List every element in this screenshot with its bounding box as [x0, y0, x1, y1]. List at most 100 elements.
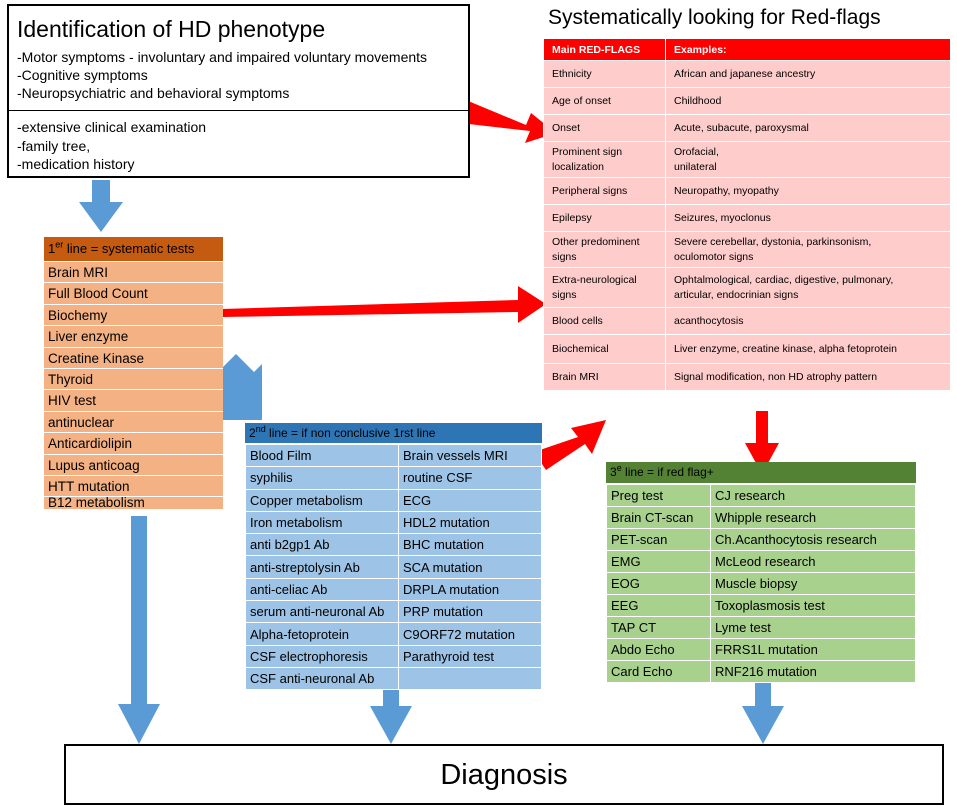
symptom-item: -Cognitive symptoms	[17, 67, 148, 83]
identification-title: Identification of HD phenotype	[17, 16, 326, 42]
red-flag-name: Onset	[543, 114, 666, 142]
red-flags-col-header: Main RED-FLAGS	[543, 38, 666, 61]
third-line-cell: Toxoplasmosis test	[710, 594, 916, 617]
red-flag-example: Severe cerebellar, dystonia, parkinsonis…	[665, 231, 951, 268]
second-line-cell: CSF electrophoresis	[245, 644, 399, 668]
second-line-cell: syphilis	[245, 466, 399, 490]
second-line-cell: BHC mutation	[398, 533, 542, 557]
third-line-header: 3e line = if red flag+	[606, 462, 916, 484]
exam-list: -extensive clinical examination -family …	[17, 118, 206, 174]
third-line-cell: TAP CT	[606, 616, 711, 639]
exam-item: -medication history	[17, 156, 135, 172]
second-line-cell: C9ORF72 mutation	[398, 622, 542, 646]
third-line-cell: EOG	[606, 572, 711, 595]
red-arrow-redflags-to-third	[745, 411, 779, 474]
second-line-cell: anti-celiac Ab	[245, 577, 399, 602]
third-line-cell: EEG	[606, 594, 711, 617]
first-line-item: B12 metabolism	[44, 496, 223, 510]
red-flag-name: Age of onset	[543, 87, 666, 115]
red-flag-example: Ophtalmological, cardiac, digestive, pul…	[665, 267, 951, 308]
red-flag-name: Biochemical	[543, 334, 666, 364]
red-flag-example: Childhood	[665, 87, 951, 115]
red-flag-example: acanthocytosis	[665, 307, 951, 335]
symptom-list: -Motor symptoms - involuntary and impair…	[17, 48, 427, 102]
red-flag-name: Ethnicity	[543, 60, 666, 88]
diagnosis-box: Diagnosis	[64, 744, 944, 805]
first-line-item: Full Blood Count	[44, 283, 223, 305]
red-flag-name: Blood cells	[543, 307, 666, 335]
first-line-item: Creatine Kinase	[44, 347, 223, 369]
second-line-cell: Parathyroid test	[398, 644, 542, 668]
red-flag-example: Acute, subacute, paroxysmal	[665, 114, 951, 142]
first-line-item: HTT mutation	[44, 475, 223, 498]
red-flags-heading: Systematically looking for Red-flags	[548, 6, 881, 29]
second-line-header: 2nd line = if non conclusive 1rst line	[245, 423, 542, 444]
third-line-cell: McLeod research	[710, 550, 916, 573]
second-line-cell: anti b2gp1 Ab	[245, 533, 399, 557]
second-line-cell: anti-streptolysin Ab	[245, 555, 399, 579]
third-line-cell: Brain CT-scan	[606, 506, 711, 529]
second-line-cell: DRPLA mutation	[398, 577, 542, 602]
second-line-cell: serum anti-neuronal Ab	[245, 600, 399, 624]
second-line-cell: routine CSF	[398, 466, 542, 490]
blue-arrow-first-to-diagnosis	[118, 516, 160, 744]
first-line-header: 1er line = systematic tests	[44, 237, 223, 262]
second-line-cell: Copper metabolism	[245, 488, 399, 512]
symptom-item: -Motor symptoms - involuntary and impair…	[17, 49, 428, 65]
third-line-cell: Abdo Echo	[606, 638, 711, 661]
first-line-item: Lupus anticoag	[44, 454, 223, 476]
blue-arrow-second-to-diagnosis	[370, 676, 412, 744]
third-line-cell: Whipple research	[710, 506, 916, 529]
third-line-header-text: line = if red flag+	[621, 465, 714, 479]
third-line-cell: CJ research	[710, 484, 916, 507]
first-line-item: Brain MRI	[44, 262, 223, 284]
red-flag-example: Liver enzyme, creatine kinase, alpha fet…	[665, 334, 951, 364]
first-line-item: Biochemy	[44, 304, 223, 327]
first-line-item: Anticardiolipin	[44, 433, 223, 455]
third-line-cell: Lyme test	[710, 616, 916, 639]
second-line-cell: PRP mutation	[398, 600, 542, 624]
third-line-cell: Muscle biopsy	[710, 572, 916, 595]
red-flag-example: Neuropathy, myopathy	[665, 177, 951, 205]
red-flag-example: Orofacial, unilateral	[665, 141, 951, 178]
red-flag-example: Signal modification, non HD atrophy patt…	[665, 363, 951, 391]
third-line-cell: EMG	[606, 550, 711, 573]
red-flags-col-header: Examples:	[665, 38, 951, 61]
second-line-cell	[398, 666, 542, 691]
red-flag-name: Prominent sign localization	[543, 141, 666, 178]
blue-arrow-ident-to-first	[79, 180, 123, 232]
first-line-header-text: line = systematic tests	[63, 241, 195, 256]
first-line-item: Liver enzyme	[44, 326, 223, 348]
red-flag-name: Extra-neurological signs	[543, 267, 666, 308]
second-line-cell: HDL2 mutation	[398, 510, 542, 535]
red-flags-header-row: Main RED-FLAGS Examples:	[543, 38, 951, 61]
third-line-cell: PET-scan	[606, 528, 711, 551]
exam-item: -extensive clinical examination	[17, 119, 207, 135]
